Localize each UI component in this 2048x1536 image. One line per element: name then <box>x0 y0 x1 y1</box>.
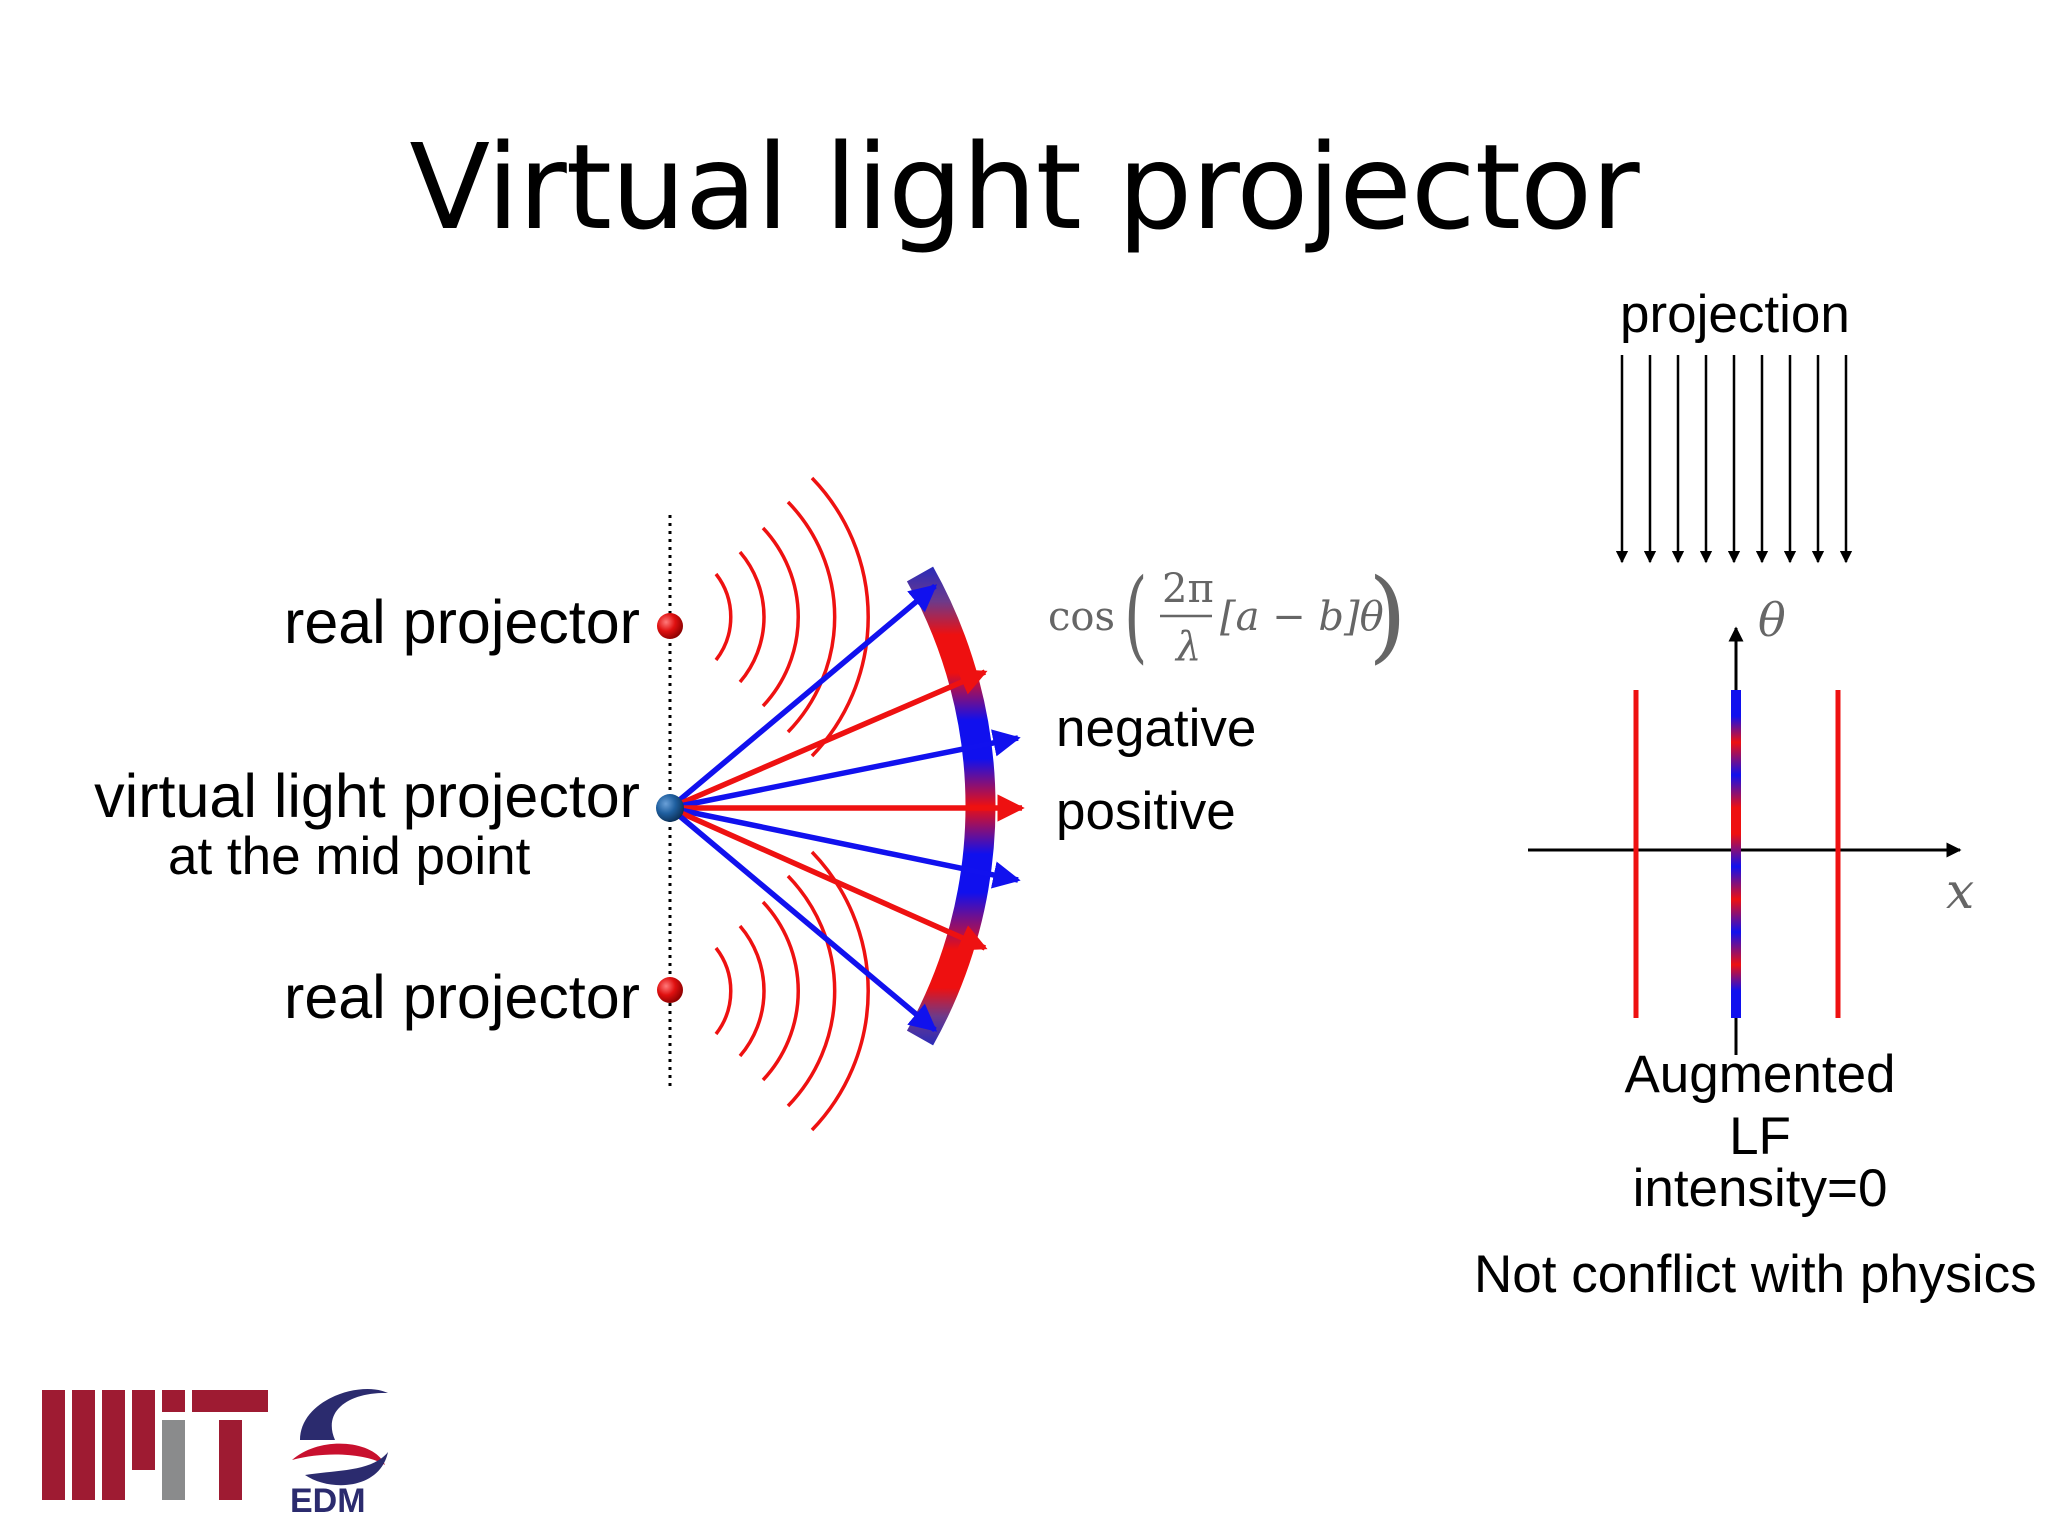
intensity-label: intensity=0 <box>1632 1159 1888 1218</box>
mit-logo <box>42 1390 268 1500</box>
edm-logo: EDM <box>290 1389 388 1520</box>
real-projector-top-dot <box>657 613 683 639</box>
projection-arrows <box>1615 355 1853 564</box>
projection-rays <box>668 583 1025 1033</box>
lf-label: LF <box>1729 1107 1791 1166</box>
projection-label: projection <box>1620 285 1850 344</box>
positive-label: positive <box>1056 782 1236 841</box>
svg-text:): ) <box>1368 557 1407 674</box>
physics-note: Not conflict with physics <box>1474 1245 2037 1304</box>
real-projector-top-label: real projector <box>284 588 640 656</box>
slide-title: Virtual light projector <box>409 118 1639 256</box>
cosine-formula: cos ( 2π λ [a − b]θ ) <box>1048 557 1407 674</box>
virtual-projector-label: virtual light projector <box>94 762 640 830</box>
lower-wavefronts <box>714 850 870 1132</box>
negative-label: negative <box>1056 699 1257 758</box>
svg-text:[a − b]θ: [a − b]θ <box>1220 594 1384 640</box>
virtual-projector-sublabel: at the mid point <box>168 827 531 886</box>
real-projector-bottom-label: real projector <box>284 963 640 1031</box>
svg-text:(: ( <box>1124 558 1147 674</box>
svg-text:λ: λ <box>1174 624 1201 670</box>
x-label: x <box>1946 862 1974 920</box>
virtual-projector-dot <box>656 794 684 822</box>
augmented-label: Augmented <box>1624 1045 1896 1104</box>
theta-label: θ <box>1758 593 1786 647</box>
svg-text:2π: 2π <box>1162 566 1214 612</box>
svg-text:cos: cos <box>1048 594 1115 640</box>
upper-wavefronts <box>714 476 870 758</box>
svg-text:EDM: EDM <box>290 1482 366 1520</box>
augmented-lf-bar <box>1731 690 1741 1018</box>
real-projector-bottom-dot <box>657 977 683 1003</box>
